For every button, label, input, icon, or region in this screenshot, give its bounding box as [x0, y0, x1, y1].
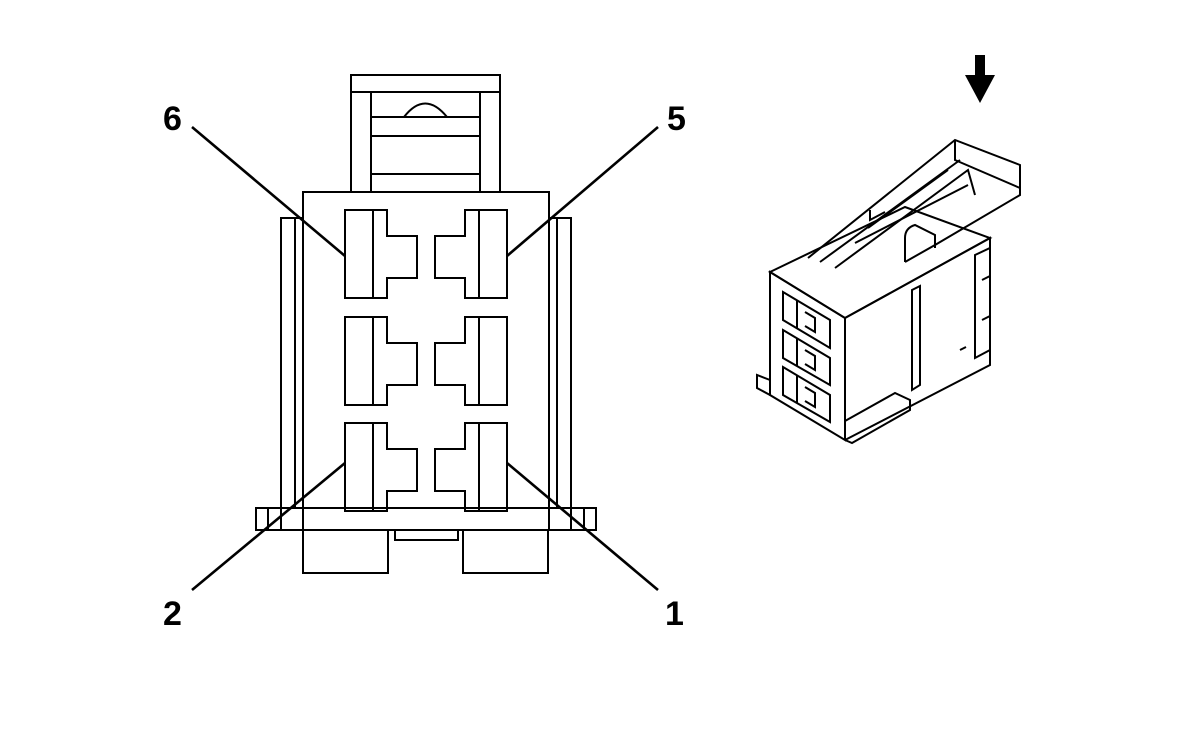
terminal-cavity-pin2	[344, 422, 418, 512]
connector-housing	[255, 191, 597, 574]
locking-tab	[350, 74, 501, 193]
terminal-cavity-pin6	[344, 209, 418, 299]
terminal-cavity-pin5	[434, 209, 508, 299]
leader-line-pin6	[191, 126, 346, 257]
down-arrow-icon	[965, 55, 995, 103]
leader-line-pin1	[506, 462, 659, 591]
terminal-cavity-pin3	[434, 316, 508, 406]
pin-label-2: 2	[163, 595, 182, 633]
connector-isometric-view	[756, 138, 1021, 445]
terminal-cavity-pin4	[344, 316, 418, 406]
pin-label-1: 1	[665, 595, 684, 633]
leader-line-pin5	[506, 126, 659, 257]
terminal-cavity-pin1	[434, 422, 508, 512]
pin-label-5: 5	[667, 100, 686, 138]
pin-label-6: 6	[163, 100, 182, 138]
leader-line-pin2	[191, 461, 346, 592]
